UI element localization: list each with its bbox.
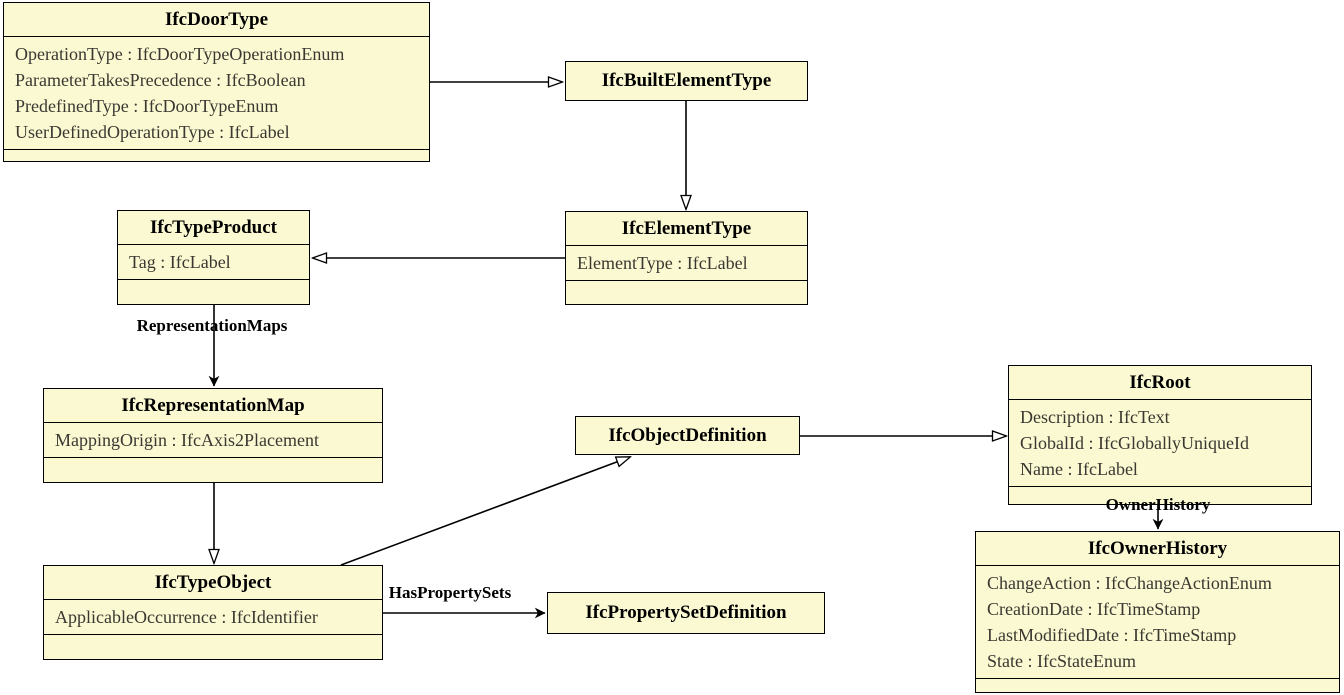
attribute-row: GlobalId : IfcGloballyUniqueId bbox=[1020, 433, 1249, 453]
empty-compartment bbox=[976, 678, 1339, 692]
attribute-row: UserDefinedOperationType : IfcLabel bbox=[15, 122, 290, 142]
attribute-row: ElementType : IfcLabel bbox=[577, 253, 748, 273]
class-box-ifcownerhistory: IfcOwnerHistory ChangeAction : IfcChange… bbox=[975, 531, 1340, 693]
attribute-row: State : IfcStateEnum bbox=[987, 651, 1136, 671]
class-title: IfcDoorType bbox=[164, 8, 269, 30]
class-box-ifctypeobject: IfcTypeObject ApplicableOccurrence : Ifc… bbox=[43, 565, 383, 660]
attributes-compartment: ElementType : IfcLabel bbox=[566, 245, 807, 280]
class-box-ifcbuiltelementtype: IfcBuiltElementType bbox=[565, 61, 808, 101]
attribute-row: Tag : IfcLabel bbox=[129, 252, 231, 272]
empty-compartment bbox=[1009, 486, 1311, 504]
class-title: IfcTypeObject bbox=[154, 571, 272, 593]
class-title: IfcRepresentationMap bbox=[121, 394, 305, 416]
class-title: IfcOwnerHistory bbox=[1087, 537, 1228, 559]
class-box-ifcroot: IfcRoot Description : IfcText GlobalId :… bbox=[1008, 365, 1312, 505]
generalization-arrow-typeobject-objectdefinition bbox=[340, 457, 630, 566]
class-title: IfcTypeProduct bbox=[149, 216, 277, 238]
class-box-ifcobjectdefinition: IfcObjectDefinition bbox=[575, 416, 800, 455]
attribute-row: OperationType : IfcDoorTypeOperationEnum bbox=[15, 44, 345, 64]
attributes-compartment: Description : IfcText GlobalId : IfcGlob… bbox=[1009, 399, 1311, 486]
attribute-row: PredefinedType : IfcDoorTypeEnum bbox=[15, 96, 279, 116]
edge-label-haspropertysets: HasPropertySets bbox=[388, 583, 512, 602]
attribute-row: ParameterTakesPrecedence : IfcBoolean bbox=[15, 70, 306, 90]
empty-compartment bbox=[44, 634, 382, 659]
empty-compartment bbox=[118, 279, 309, 304]
class-title: IfcElementType bbox=[621, 217, 752, 239]
class-title: IfcObjectDefinition bbox=[608, 424, 767, 446]
class-box-ifcrepresentationmap: IfcRepresentationMap MappingOrigin : Ifc… bbox=[43, 388, 383, 483]
class-box-ifcpropertysetdefinition: IfcPropertySetDefinition bbox=[547, 592, 825, 634]
attribute-row: ChangeAction : IfcChangeActionEnum bbox=[987, 573, 1272, 593]
class-title: IfcRoot bbox=[1129, 371, 1191, 393]
attribute-row: MappingOrigin : IfcAxis2Placement bbox=[55, 430, 319, 450]
attributes-compartment: ChangeAction : IfcChangeActionEnum Creat… bbox=[976, 565, 1339, 678]
class-box-ifcelementtype: IfcElementType ElementType : IfcLabel bbox=[565, 211, 808, 305]
class-box-ifcdoortype: IfcDoorType OperationType : IfcDoorTypeO… bbox=[3, 2, 430, 162]
attributes-compartment: OperationType : IfcDoorTypeOperationEnum… bbox=[4, 36, 429, 149]
attribute-row: CreationDate : IfcTimeStamp bbox=[987, 599, 1201, 619]
attributes-compartment: MappingOrigin : IfcAxis2Placement bbox=[44, 422, 382, 457]
empty-compartment bbox=[4, 149, 429, 162]
class-title: IfcPropertySetDefinition bbox=[585, 602, 787, 623]
attribute-row: Description : IfcText bbox=[1020, 407, 1170, 427]
edge-label-representationmaps: RepresentationMaps bbox=[136, 316, 288, 335]
attribute-row: LastModifiedDate : IfcTimeStamp bbox=[987, 625, 1237, 645]
class-box-ifctypeproduct: IfcTypeProduct Tag : IfcLabel bbox=[117, 210, 310, 305]
attribute-row: ApplicableOccurrence : IfcIdentifier bbox=[55, 607, 318, 627]
edge-label-ownerhistory: OwnerHistory bbox=[1105, 495, 1211, 514]
class-title: IfcBuiltElementType bbox=[601, 70, 772, 91]
attributes-compartment: Tag : IfcLabel bbox=[118, 244, 309, 279]
attribute-row: Name : IfcLabel bbox=[1020, 459, 1138, 479]
empty-compartment bbox=[44, 457, 382, 482]
attributes-compartment: ApplicableOccurrence : IfcIdentifier bbox=[44, 599, 382, 634]
empty-compartment bbox=[566, 280, 807, 304]
